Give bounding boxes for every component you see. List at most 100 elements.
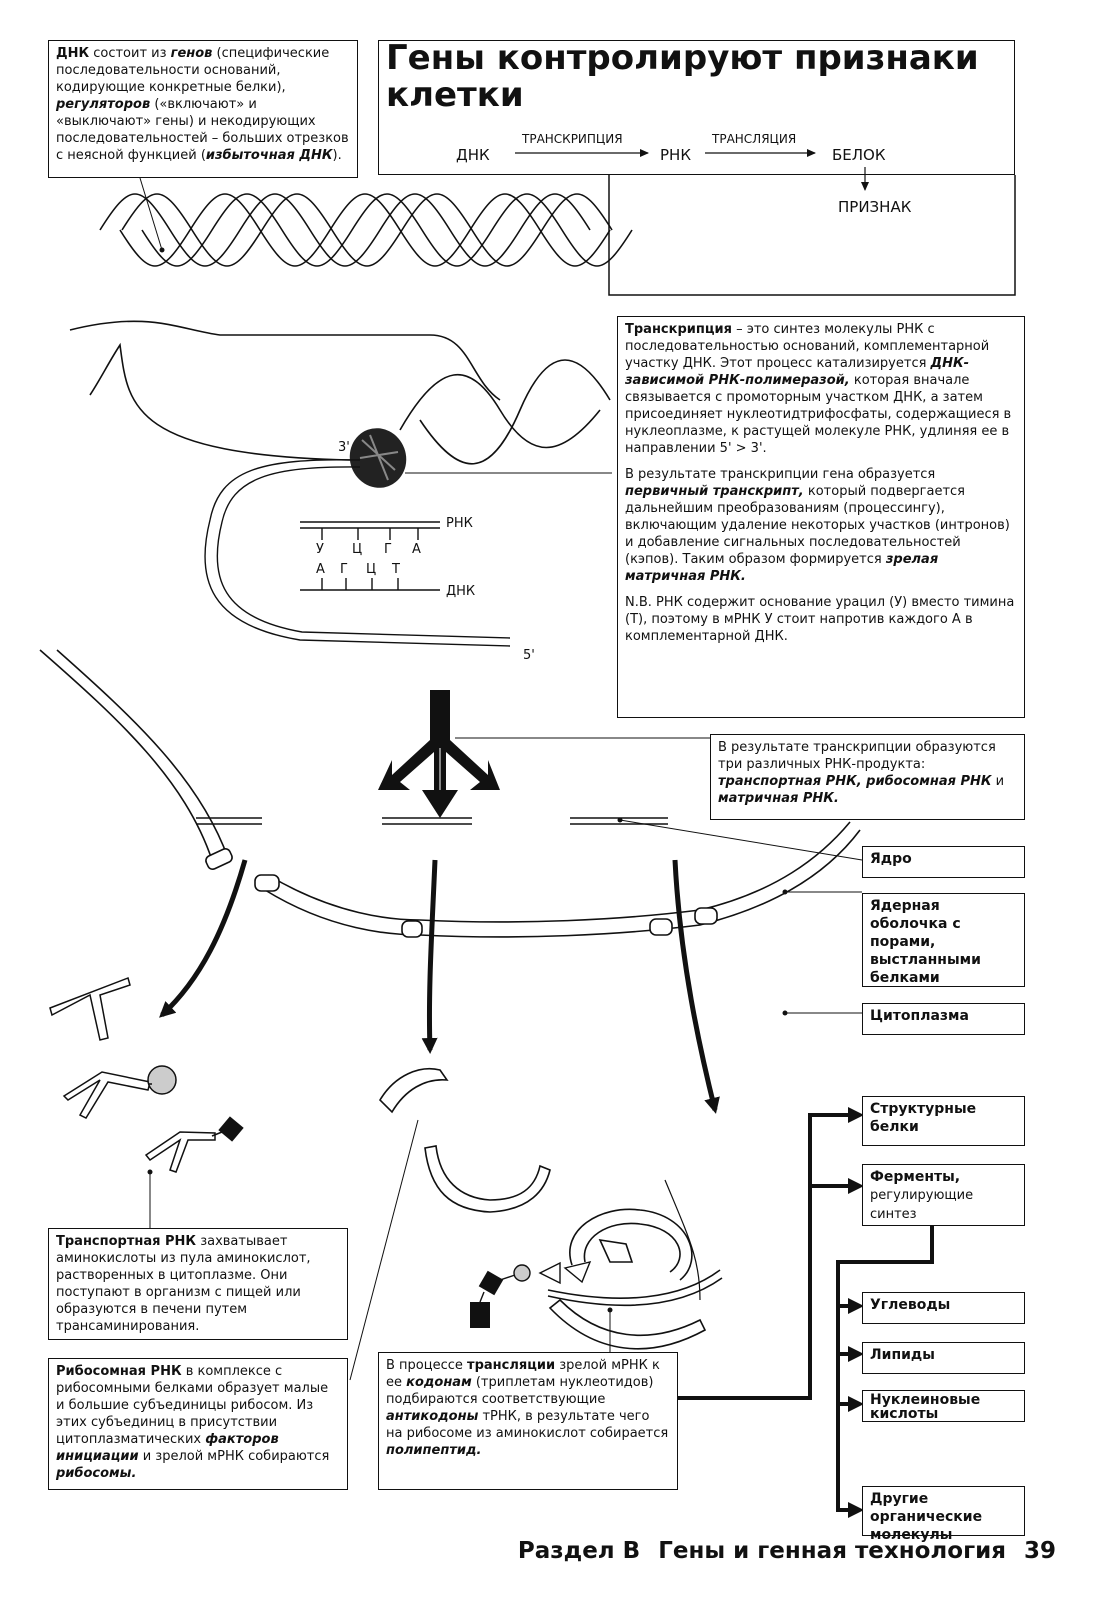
rna-base: У (316, 542, 324, 557)
ribosome-subunits (378, 1068, 551, 1213)
translating-ribosome (547, 1208, 723, 1350)
label-nuclear-envelope: Ядерная оболочка с порами, выстланными б… (862, 893, 1025, 987)
rrna-text: и зрелой мРНК собираются (138, 1449, 330, 1464)
codons-term: кодонам (406, 1375, 472, 1390)
trna-info-box: Транспортная РНК захватывает аминокислот… (48, 1228, 348, 1340)
dna-term: ДНК (56, 46, 90, 61)
pointer-dot-envelope (782, 889, 788, 895)
translation-text: тРНК, в результате чего на рибосоме из а… (386, 1409, 669, 1441)
products-text: и (991, 774, 1005, 789)
end-5-label: 5' (523, 648, 535, 663)
nuclear-pores-top (196, 817, 668, 825)
translation-text: (триплетам нуклеотидов) подбираются соот… (386, 1375, 654, 1407)
mrna-term: матричная РНК. (718, 791, 839, 806)
label-enzymes: Ферменты, регулирующие синтез (862, 1164, 1025, 1226)
dna-strand-lower (89, 342, 351, 461)
regulators-term: регуляторов (56, 97, 151, 112)
base-pair-diagram (300, 521, 440, 591)
rrna-term: Рибосомная РНК (56, 1364, 182, 1379)
enzymes-subtitle: регулирующие синтез (870, 1188, 974, 1222)
nb-note: N.B. РНК содержит основание урацил (У) в… (625, 595, 1015, 644)
label-structural-proteins: Структурные белки (862, 1096, 1025, 1146)
polypeptide-term: полипептид. (386, 1443, 482, 1458)
dna-text: (специфические последовательности основа… (56, 46, 330, 95)
pointer-dot-nucleus (617, 817, 623, 823)
dna-text: ). (332, 148, 342, 163)
label-carbohydrates: Углеводы (862, 1292, 1025, 1324)
pointer-dot-cytoplasm (782, 1010, 788, 1016)
trna-aa-link-2 (211, 1131, 223, 1137)
mrna-curve (664, 1179, 701, 1301)
genes-term: генов (170, 46, 213, 61)
dna-wave-b (419, 359, 611, 465)
page-number: 39 (1023, 1538, 1056, 1564)
trna-term: Транспортная РНК (56, 1234, 197, 1249)
translation-term: трансляции (467, 1358, 556, 1373)
rrna-text: в комплексе с рибосомными белками образу… (56, 1364, 329, 1447)
pointer-dot-trna (147, 1169, 153, 1175)
footer-section: Раздел В (517, 1538, 641, 1564)
dna-text: («включают» и «выключают» гены) и некоди… (56, 97, 349, 163)
label-lipids: Липиды (862, 1342, 1025, 1374)
dna-base: Г (340, 562, 348, 577)
rna-base: Ц (352, 542, 363, 557)
ribosomes-term: рибосомы. (56, 1466, 137, 1481)
amino-acid-square (218, 1116, 244, 1142)
amino-acid-circle (147, 1065, 177, 1095)
translation-info-box: В процессе трансляции зрелой мРНК к ее к… (378, 1352, 678, 1490)
dna-wave-a (399, 373, 601, 449)
split-arrow-three-rna (378, 690, 500, 818)
label-other-molecules: Другие органические молекулы (862, 1486, 1025, 1543)
rna-products-box: В результате транскрипции образуются три… (710, 734, 1025, 820)
flow-arrows (515, 149, 869, 191)
dna-base: Т (392, 562, 400, 577)
transcription-info-box: Транскрипция – это синтез молекулы РНК с… (617, 316, 1025, 718)
pore-left (205, 848, 233, 870)
dna-strand-label: ДНК (446, 584, 476, 599)
flow-trait: ПРИЗНАК (838, 198, 912, 216)
trna-molecules (49, 977, 216, 1173)
flow-dna: ДНК (456, 146, 490, 164)
transcription-bubble (69, 320, 611, 465)
junk-dna-term: избыточная ДНК (205, 148, 333, 163)
envelope-pores (254, 874, 718, 938)
transcription-term: Транскрипция (625, 322, 732, 337)
rna-strand-label: РНК (446, 516, 473, 531)
dna-text: состоит из (89, 46, 171, 61)
enzymes-title: Ферменты, (870, 1169, 961, 1185)
title-frame (378, 40, 1015, 175)
initiation-factors-term: факторов инициации (56, 1432, 279, 1464)
trna-rrna-term: транспортная РНК, рибосомная РНК (718, 774, 992, 789)
rrna-info-box: Рибосомная РНК в комплексе с рибосомными… (48, 1358, 348, 1490)
rna-transcript (204, 459, 511, 647)
primary-transcript-term: первичный транскрипт, (625, 484, 804, 499)
nuclear-envelope (264, 821, 861, 938)
products-text: В результате транскрипции образуются три… (718, 740, 996, 772)
pointer-nucleus (619, 819, 863, 861)
dna-strand-upper (69, 320, 501, 401)
label-nucleic-acids: Нуклеиновые кислоты (862, 1390, 1025, 1422)
title-frame-extension (608, 175, 1016, 296)
flow-transcription: ТРАНСКРИПЦИЯ (522, 132, 623, 146)
nucleus-outline-left (39, 649, 213, 861)
rna-export-arrows (159, 859, 720, 1114)
pointer-dna-box (139, 177, 163, 251)
rna-base: А (412, 542, 421, 557)
translation-text: В процессе (386, 1358, 468, 1373)
flow-protein: БЕЛОК (832, 146, 886, 164)
trna-text: захватывает аминокислоты из пула аминоки… (56, 1234, 311, 1334)
transcription-text: который подвергается дальнейшим преобраз… (625, 484, 1010, 567)
dna-base: А (316, 562, 325, 577)
flow-translation: ТРАНСЛЯЦИЯ (712, 132, 797, 146)
page-title: Гены контролируют признаки клетки (386, 38, 979, 115)
dna-info-box: ДНК состоит из генов (специфические посл… (48, 40, 358, 178)
pointer-dot (159, 247, 165, 253)
mature-mrna-term: зрелая матричная РНК. (625, 552, 939, 584)
rna-polymerase (349, 428, 407, 488)
end-3-label: 3' (338, 440, 350, 455)
anticodons-term: антикодоны (386, 1409, 479, 1424)
transcription-text: – это синтез молекулы РНК с последовател… (625, 322, 990, 371)
label-cytoplasm: Цитоплазма (862, 1003, 1025, 1035)
flow-rna: РНК (660, 146, 691, 164)
